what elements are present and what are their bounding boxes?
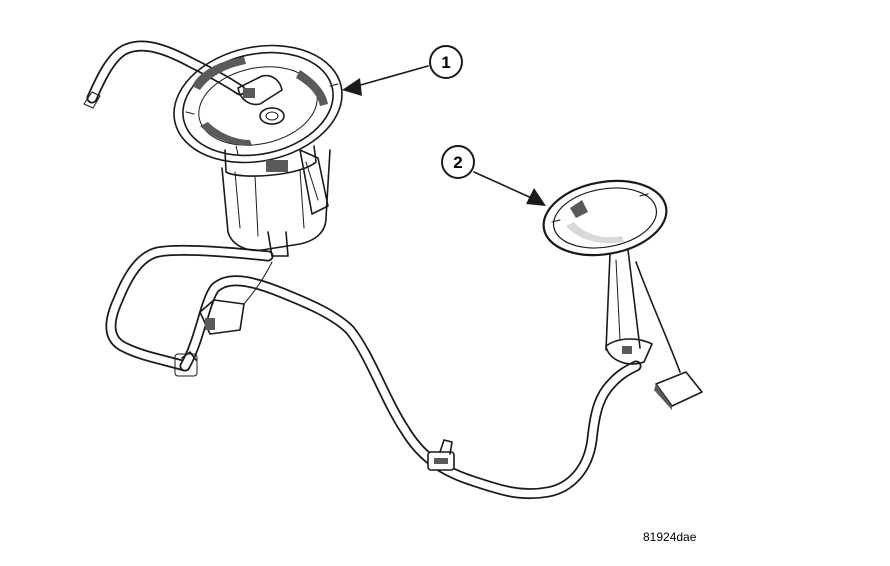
callout-1-label: 1 bbox=[441, 53, 450, 72]
fuel-supply-tube bbox=[83, 40, 246, 109]
level-sending-unit bbox=[542, 179, 703, 410]
callout-2: 2 bbox=[441, 145, 546, 206]
callout-1: 1 bbox=[342, 45, 463, 96]
fuel-pump-module bbox=[173, 44, 343, 335]
crossover-tube bbox=[105, 244, 642, 500]
figure-id: 81924dae bbox=[643, 530, 697, 544]
callout-2-label: 2 bbox=[453, 153, 462, 172]
